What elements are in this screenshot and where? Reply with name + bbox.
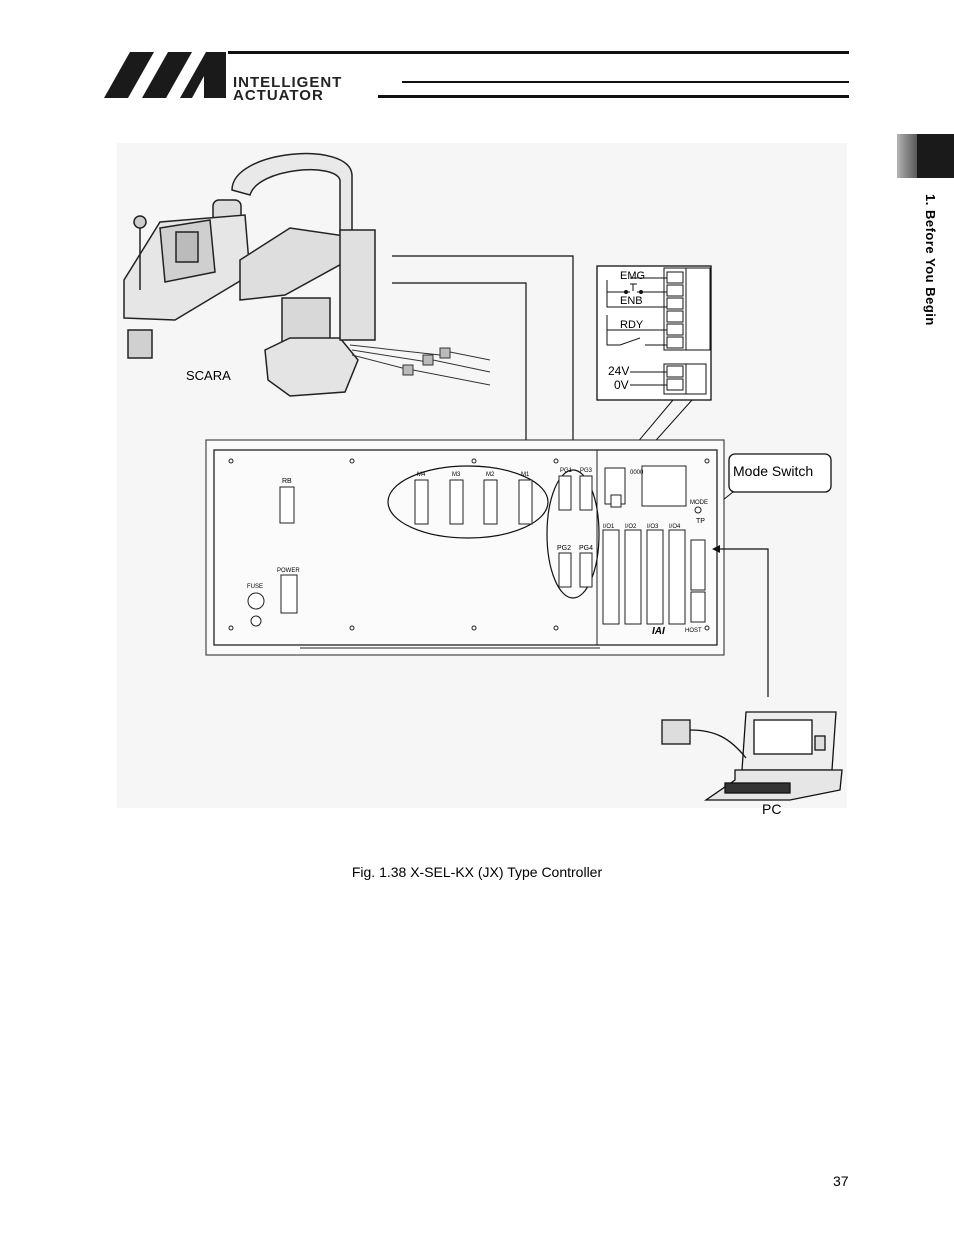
- terminal-block-detail: EMG ENB RDY 24V 0V: [596, 265, 712, 401]
- header-rule-mid: [402, 81, 849, 83]
- io1-label: I/O1: [603, 524, 615, 530]
- rdy-label: RDY: [620, 319, 644, 331]
- pg2-label: PG2: [557, 545, 571, 552]
- pc-connection-line: [718, 548, 769, 697]
- header-rule-bottom: [378, 95, 849, 98]
- controller-figure: SCARA E: [117, 143, 847, 817]
- display-code: 0000: [630, 470, 644, 476]
- io-section: [602, 465, 706, 625]
- mode-label: MODE: [690, 500, 708, 506]
- power-connector: [280, 574, 298, 614]
- rb-label: RB: [282, 478, 292, 485]
- tp-label: TP: [696, 518, 705, 525]
- iai-logo-mark: [104, 52, 226, 98]
- pg4-label: PG4: [579, 545, 593, 552]
- logo-text-line2: ACTUATOR: [233, 87, 324, 104]
- encoder-connectors: [558, 475, 593, 588]
- m2-label: M2: [486, 472, 495, 478]
- logo-text-line1: INTELLIGENT: [233, 74, 343, 91]
- io3-label: I/O3: [647, 524, 659, 530]
- m1-label: M1: [521, 472, 530, 478]
- header-rule-top: [228, 51, 849, 54]
- figure-caption: Fig. 1.38 X-SEL-KX (JX) Type Controller: [351, 864, 603, 880]
- scara-label: SCARA: [186, 368, 231, 383]
- motor-connectors: [414, 479, 533, 525]
- enb-label: ENB: [620, 295, 643, 307]
- pg1-label: PG1: [560, 468, 573, 474]
- power-label: POWER: [277, 568, 300, 574]
- v0-label: 0V: [614, 378, 629, 392]
- encoder-connectors-highlight: [546, 469, 600, 599]
- page-number: 37: [833, 1173, 849, 1189]
- mode-switch-label: Mode Switch: [733, 463, 813, 479]
- motor-connectors-highlight: [387, 465, 549, 539]
- emg-label: EMG: [620, 270, 645, 282]
- side-tab-gradient: [897, 134, 917, 178]
- rb-connector: [279, 486, 295, 524]
- m4-label: M4: [417, 472, 426, 478]
- io4-label: I/O4: [669, 524, 681, 530]
- v24-label: 24V: [608, 364, 629, 378]
- scara-robot: [123, 152, 376, 397]
- scara-cables: [349, 344, 491, 386]
- chapter-title: 1. Before You Begin: [923, 194, 938, 326]
- pc-label: PC: [762, 801, 781, 817]
- side-tab-block: [917, 134, 954, 178]
- motor-leader-line: [392, 282, 527, 462]
- m3-label: M3: [452, 472, 461, 478]
- fuse-label: FUSE: [247, 584, 263, 590]
- io2-label: I/O2: [625, 524, 637, 530]
- pc-laptop: [661, 711, 843, 801]
- host-label: HOST: [685, 628, 702, 634]
- pg-leader-line: [392, 255, 574, 455]
- pg3-label: PG3: [580, 468, 593, 474]
- fuse-holder: [247, 592, 265, 610]
- brand-label: IAI: [652, 626, 665, 637]
